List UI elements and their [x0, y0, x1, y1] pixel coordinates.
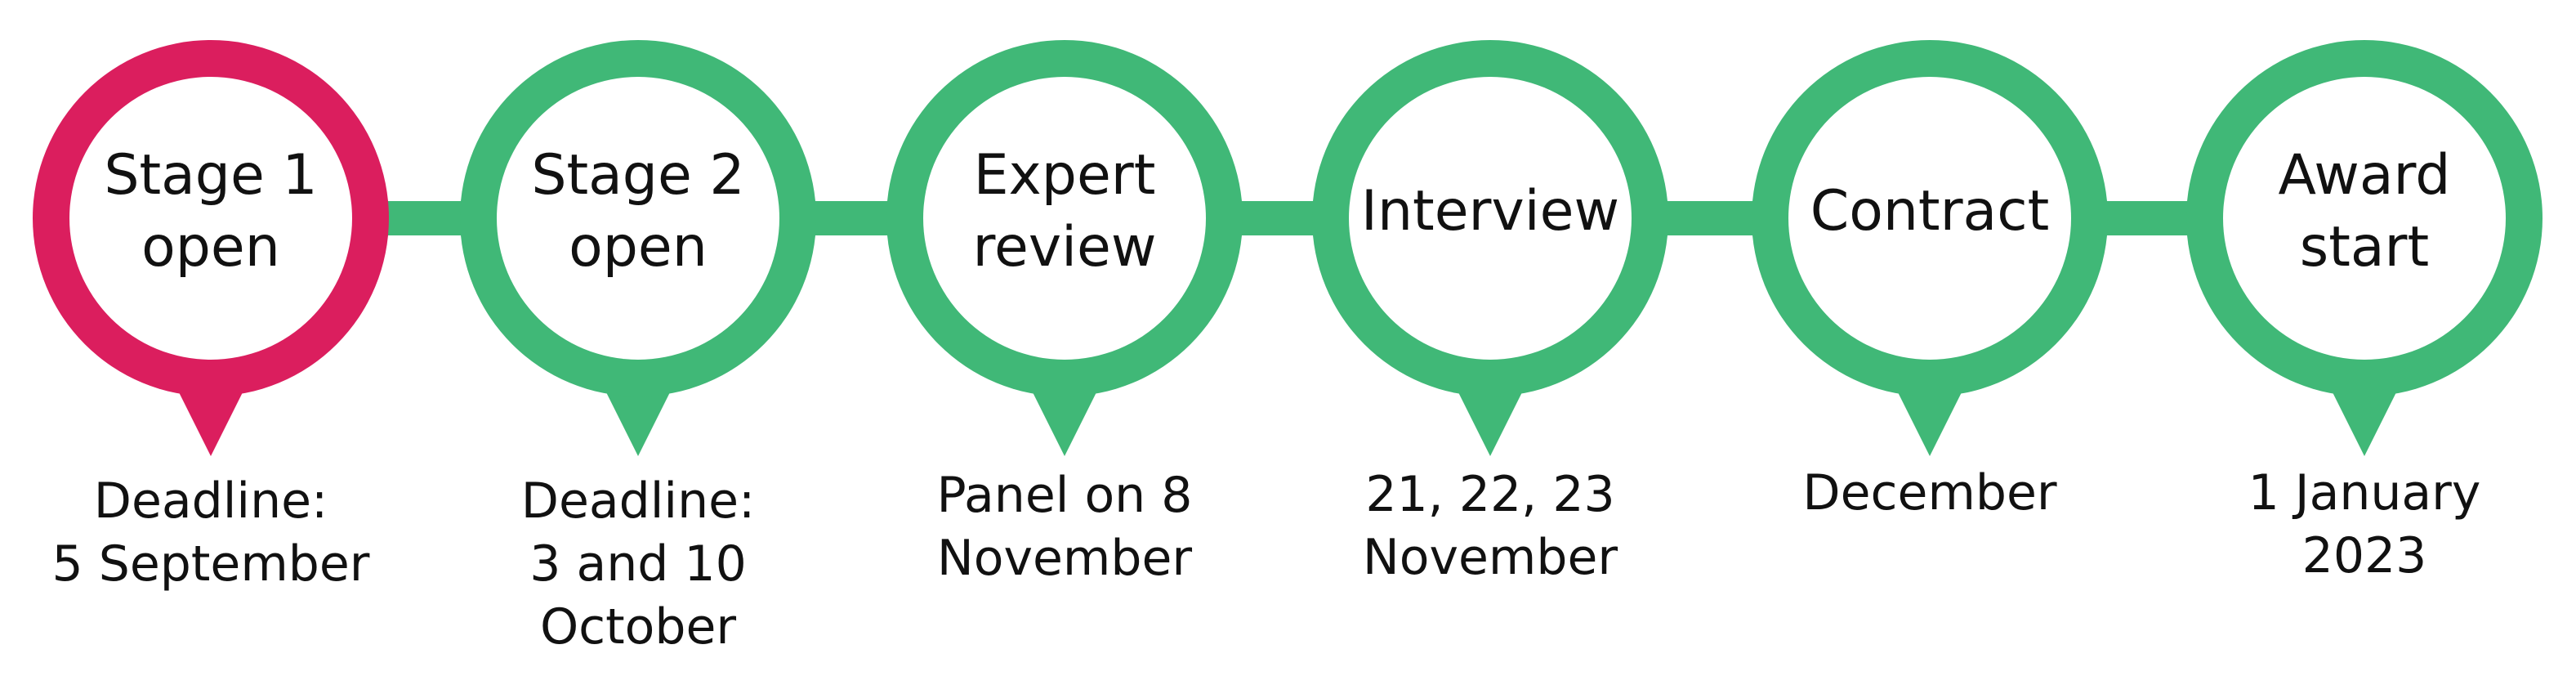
- stage-marker: [33, 40, 389, 456]
- stage-marker: [1752, 40, 2108, 456]
- stage-date: December: [1742, 462, 2118, 525]
- stage-label: Stage 1 open: [76, 140, 346, 284]
- stage-pointer: [175, 384, 247, 456]
- stage-pointer: [602, 384, 674, 456]
- stage-date-line: 21, 22, 23: [1365, 466, 1615, 523]
- stage-inner-circle: [923, 77, 1206, 360]
- stage-marker: [460, 40, 816, 456]
- stage-label-line: open: [141, 215, 280, 280]
- stage-label-line: start: [2299, 215, 2430, 280]
- stage-inner-circle: [1788, 77, 2071, 360]
- stage-inner-circle: [497, 77, 779, 360]
- stage-label-line: review: [972, 215, 1157, 280]
- stage-date-line: 1 January: [2248, 464, 2481, 522]
- stage-label-line: Award: [2278, 143, 2451, 208]
- stage-pointer: [1454, 384, 1526, 456]
- stage-pointer: [1894, 384, 1966, 456]
- stage-date: 21, 22, 23 November: [1302, 463, 1678, 589]
- stage-marker: [2186, 40, 2543, 456]
- stage-label-line: Contract: [1810, 179, 2050, 244]
- stage-label-line: Stage 2: [531, 143, 745, 208]
- stage-date-line: 3 and 10: [529, 535, 747, 593]
- stage-date-line: October: [539, 598, 737, 656]
- stage-label: Stage 2 open: [503, 140, 773, 284]
- stage-label-line: Expert: [973, 143, 1156, 208]
- stage-label-line: Stage 1: [104, 143, 318, 208]
- stage-inner-circle: [1349, 77, 1632, 360]
- stage-date-line: November: [1362, 529, 1618, 586]
- stage-date: Deadline:5 September: [23, 470, 399, 596]
- stage-marker: [1312, 40, 1668, 456]
- stage-date-line: Panel on 8: [936, 467, 1193, 524]
- stage-pointer: [1029, 384, 1100, 456]
- stage-inner-circle: [69, 77, 352, 360]
- stage-label: Interview: [1355, 176, 1625, 248]
- stage-label-line: Interview: [1360, 179, 1620, 244]
- stage-label: Expert review: [930, 140, 1199, 284]
- stage-label-line: open: [569, 215, 708, 280]
- stage-date-line: Deadline:: [520, 472, 756, 530]
- stage-date-line: December: [1802, 464, 2057, 522]
- stage-pointer: [2328, 384, 2400, 456]
- stage-label: Contract: [1795, 176, 2065, 248]
- stage-date-line: 2023: [2301, 527, 2427, 584]
- stage-date-line: 5 September: [51, 535, 370, 593]
- stage-marker: [886, 40, 1243, 456]
- stage-date-line: November: [936, 530, 1193, 587]
- stage-date-line: Deadline:: [93, 472, 328, 530]
- stage-label: Award start: [2230, 140, 2499, 284]
- stage-date: Panel on 8 November: [877, 464, 1252, 590]
- stage-inner-circle: [2223, 77, 2506, 360]
